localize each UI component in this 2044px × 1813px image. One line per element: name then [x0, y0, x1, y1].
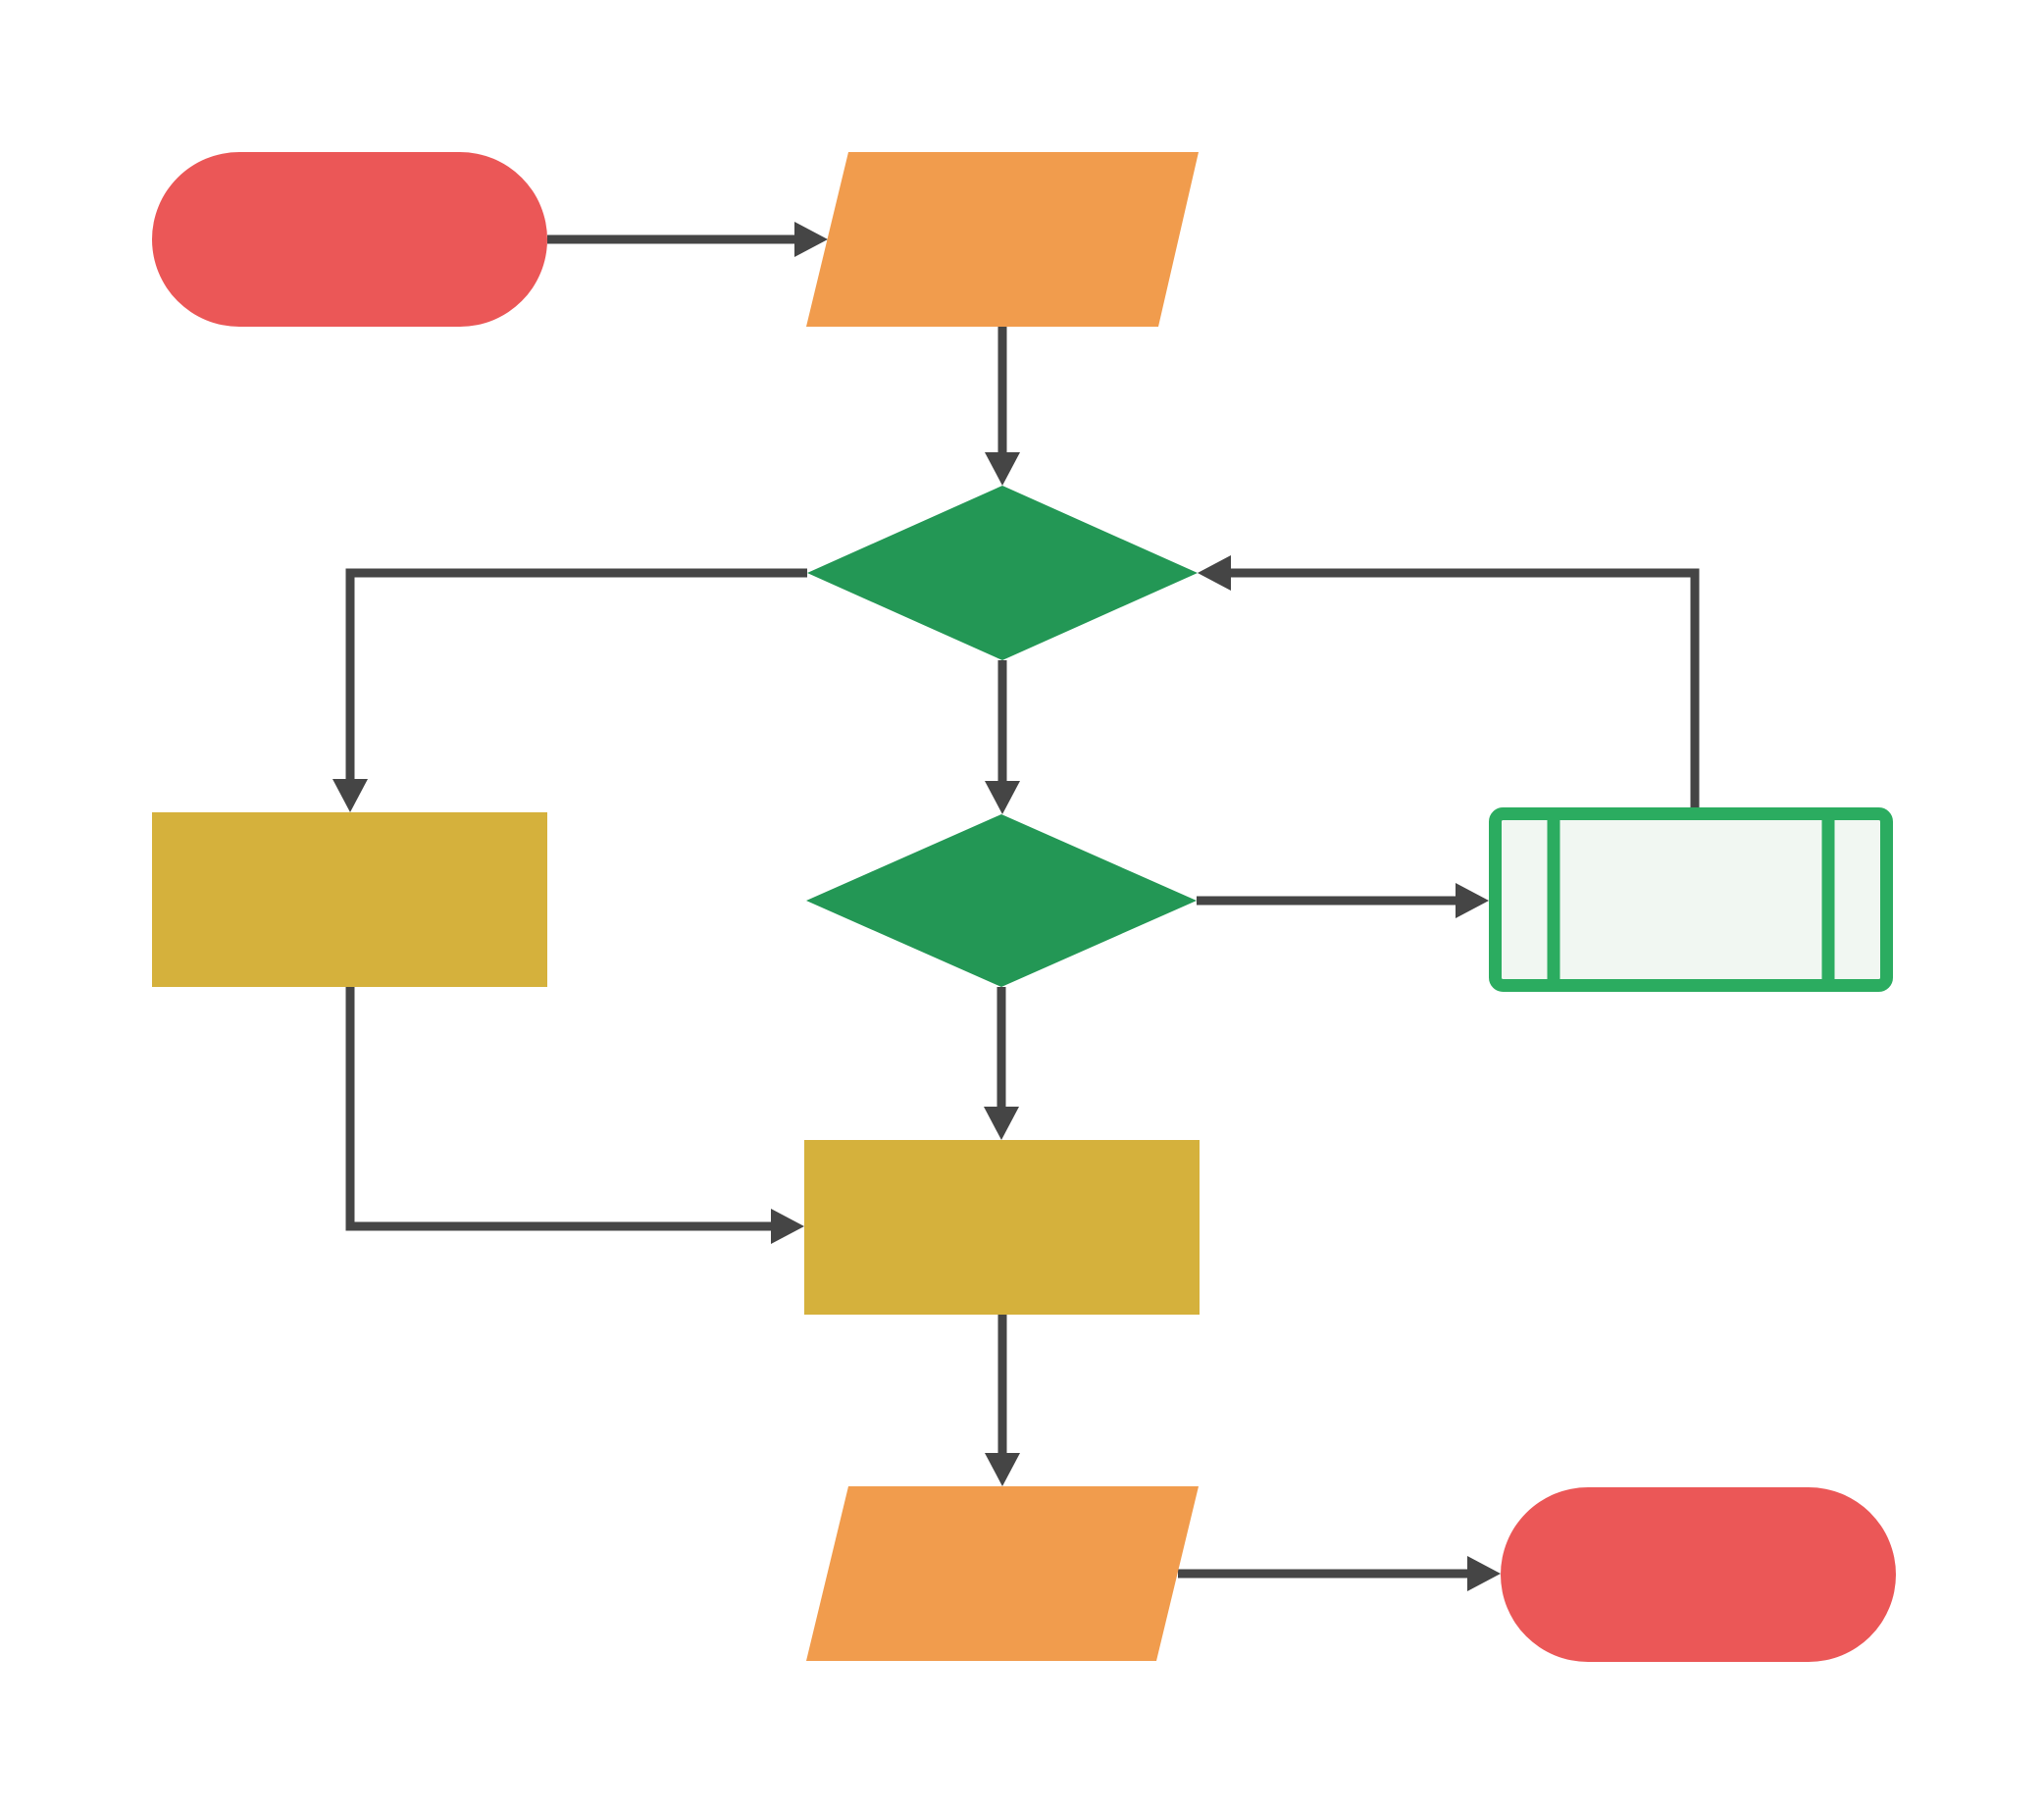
edge-arrowhead [985, 452, 1020, 486]
flowchart-edge-decision-2-to-process-center[interactable] [984, 987, 1019, 1140]
flowchart-edge-decision-1-to-process-left[interactable] [332, 568, 807, 812]
edge-arrowhead [771, 1209, 804, 1244]
flowchart-edge-decision-2-to-predefined-process[interactable] [1197, 883, 1489, 918]
flowchart-edge-start-to-io-top[interactable] [547, 222, 828, 257]
flowchart-node-io-bottom[interactable] [806, 1486, 1199, 1661]
edge-arrowhead [984, 1107, 1019, 1140]
flowchart-node-process-center[interactable] [804, 1140, 1200, 1315]
edge-arrowhead [1467, 1556, 1501, 1591]
flowchart-node-io-top[interactable] [806, 152, 1199, 327]
flowchart-edge-io-bottom-to-end[interactable] [1178, 1556, 1501, 1591]
flowchart-node-decision-2[interactable] [806, 814, 1197, 987]
flowchart-edge-io-top-to-decision-1[interactable] [985, 327, 1020, 486]
flowchart-node-process-left[interactable] [152, 812, 547, 987]
flowchart-edge-decision-1-to-decision-2[interactable] [985, 660, 1020, 814]
edge-arrowhead [1198, 555, 1231, 591]
edge-arrowhead [332, 779, 368, 812]
flowchart-edge-process-left-to-process-center[interactable] [345, 987, 804, 1244]
flowchart-node-predefined-process[interactable] [1489, 807, 1893, 992]
edge-arrowhead [985, 1453, 1020, 1486]
flowchart-node-end-terminator[interactable] [1501, 1487, 1896, 1662]
edge-arrowhead [985, 781, 1020, 814]
edge-line [1231, 568, 1700, 807]
flowchart-edge-predefined-process-to-decision-1[interactable] [1198, 555, 1700, 807]
edge-arrowhead [794, 222, 828, 257]
edge-arrowhead [1456, 883, 1489, 918]
edge-line [345, 568, 807, 779]
flowchart-edge-process-center-to-io-bottom[interactable] [985, 1315, 1020, 1486]
flowchart-node-start-terminator[interactable] [152, 152, 547, 327]
subroutine-body [1489, 807, 1893, 992]
flowchart-node-decision-1[interactable] [807, 486, 1198, 660]
edge-line [345, 987, 771, 1231]
